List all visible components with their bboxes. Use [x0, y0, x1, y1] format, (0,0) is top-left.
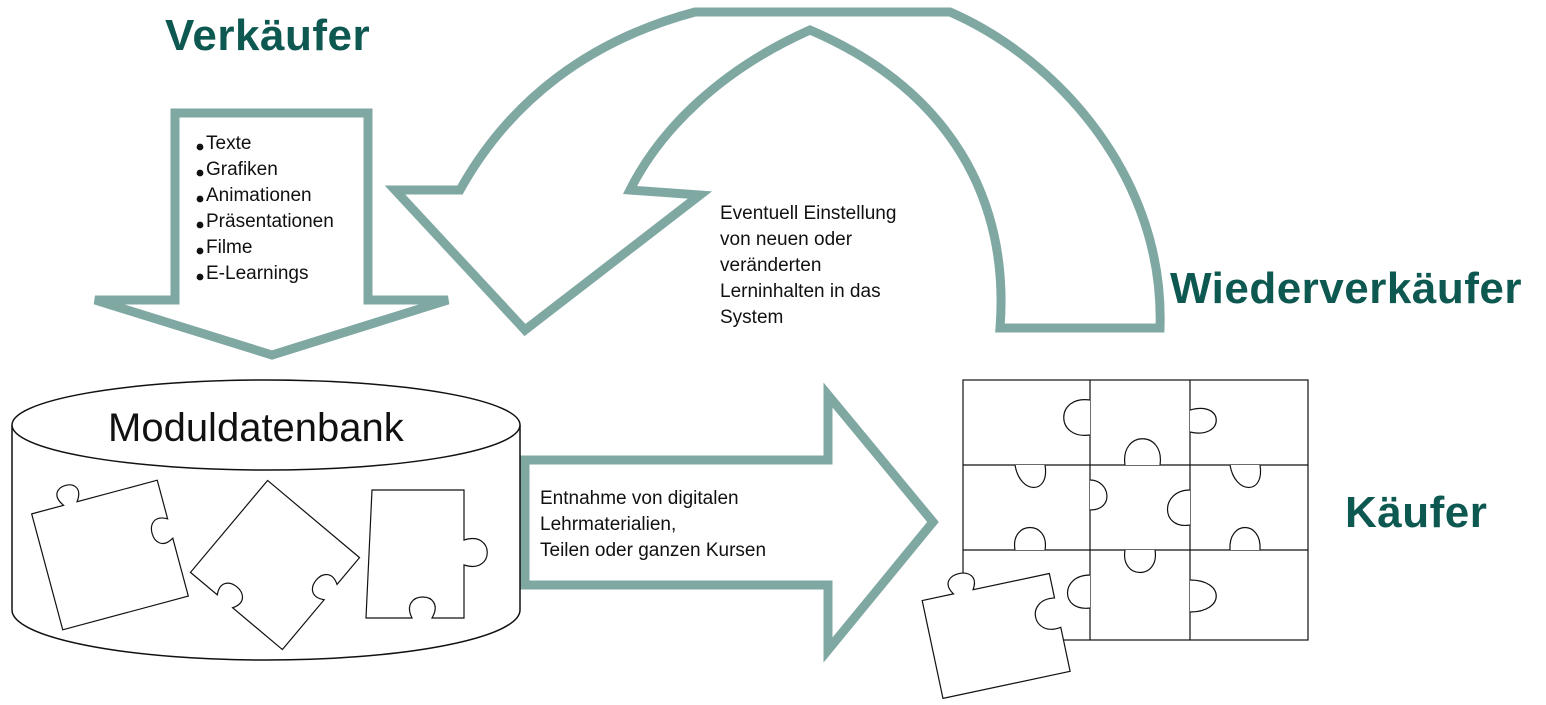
- content-type-item: Animationen: [206, 185, 312, 206]
- buyer-heading: Käufer: [1345, 488, 1487, 537]
- bullet-dot-icon: [196, 169, 204, 177]
- bullet-dot-icon: [196, 273, 204, 281]
- content-type-item: Filme: [206, 237, 252, 258]
- return-label-line: veränderten: [720, 255, 821, 276]
- retrieval-right-arrow: [520, 382, 939, 663]
- return-label-line: Lerninhalten in das: [720, 281, 881, 302]
- retrieval-label-line: Lehrmaterialien,: [540, 514, 676, 535]
- bullet-dot-icon: [196, 195, 204, 203]
- content-type-item: Grafiken: [206, 159, 278, 180]
- db-puzzle-piece-3: [365, 489, 488, 619]
- bullet-dot-icon: [196, 221, 204, 229]
- content-type-item: E-Learnings: [206, 263, 308, 284]
- database-title: Moduldatenbank: [108, 406, 405, 450]
- content-type-item: Präsentationen: [206, 211, 334, 232]
- return-label-line: Eventuell Einstellung: [720, 203, 896, 224]
- retrieval-label-line: Entnahme von digitalen: [540, 488, 739, 509]
- loose-puzzle-piece: [921, 572, 1071, 700]
- return-label-line: von neuen oder: [720, 229, 853, 250]
- reseller-heading: Wiederverkäufer: [1170, 264, 1522, 313]
- seller-heading: Verkäufer: [165, 11, 370, 60]
- content-type-item: Texte: [206, 133, 251, 154]
- bullet-dot-icon: [196, 143, 204, 151]
- retrieval-arrow-label: Entnahme von digitalen Lehrmaterialien, …: [540, 488, 766, 561]
- return-curved-arrow: [384, 7, 1165, 337]
- retrieval-label-line: Teilen oder ganzen Kursen: [540, 540, 766, 561]
- content-down-arrow: [93, 108, 450, 360]
- return-label-line: System: [720, 307, 783, 328]
- return-arrow-label: Eventuell Einstellung von neuen oder ver…: [720, 203, 896, 328]
- db-puzzle-piece-2: [189, 479, 361, 651]
- bullet-dot-icon: [196, 247, 204, 255]
- content-type-list: Texte Grafiken Animationen Präsentatione…: [196, 133, 334, 284]
- db-puzzle-piece-1: [30, 479, 190, 631]
